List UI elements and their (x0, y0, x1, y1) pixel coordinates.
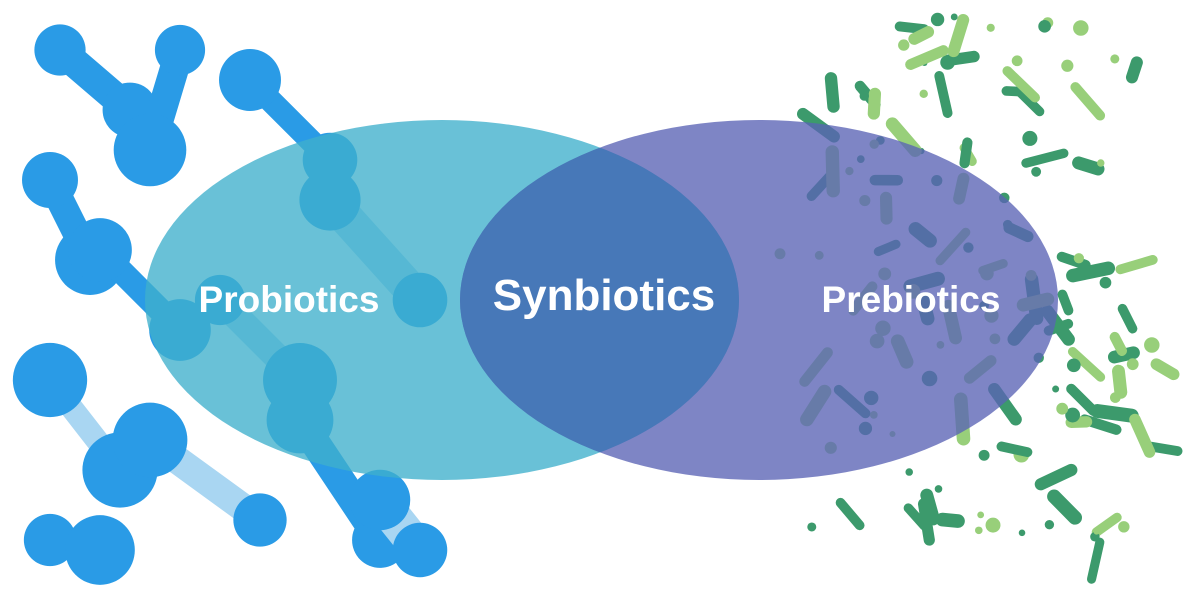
bacteria-rod (1091, 512, 1122, 537)
bacteria-dot (898, 39, 910, 51)
blob-shape (12, 342, 88, 418)
bacteria-dot (1061, 59, 1074, 72)
bacteria-dot (1144, 337, 1160, 353)
bacteria-rod (1146, 441, 1183, 456)
bacteria-dot (859, 91, 869, 101)
bacteria-rod (1067, 346, 1106, 382)
bacteria-rod (1056, 251, 1091, 270)
synbiotics-label: Synbiotics (492, 271, 716, 320)
bacteria-rod (1066, 261, 1116, 283)
bacteria-dot (986, 23, 995, 32)
bacteria-dot (1118, 521, 1130, 533)
bacteria-dot (1018, 529, 1026, 537)
blob-shape (65, 515, 135, 585)
bacteria-rod (1115, 254, 1158, 275)
bacteria-dot (1011, 55, 1023, 67)
bacteria-dot (1110, 54, 1120, 64)
bacteria-rod (1090, 404, 1139, 423)
blob-shape (34, 24, 86, 76)
bacteria-rod (1002, 66, 1040, 103)
synbiotics-overlap (460, 120, 739, 480)
bacteria-rod (1070, 82, 1106, 121)
bacteria-rod (1047, 489, 1083, 525)
blob-shape (392, 522, 448, 578)
blob-shape (233, 493, 287, 547)
bacteria-dot (1031, 166, 1042, 177)
blob-shape (112, 402, 188, 478)
bacteria-dot (978, 449, 990, 461)
bacteria-rod (835, 497, 865, 531)
bacteria-rod (920, 488, 940, 526)
bacteria-rod (1072, 156, 1105, 176)
bacteria-dot (950, 13, 958, 21)
bacteria-rod (959, 137, 973, 169)
probiotics-label: Probiotics (198, 279, 380, 320)
bacteria-rod (1021, 148, 1069, 168)
bacteria-rod (1112, 364, 1128, 399)
blob-shape (23, 513, 77, 567)
bacteria-dot (1044, 520, 1055, 530)
bacteria-rod (908, 26, 935, 45)
bacteria-rod (1066, 383, 1099, 416)
bacteria-rod (824, 72, 840, 113)
bacteria-dot (1099, 276, 1112, 289)
bacteria-dot (930, 12, 945, 27)
bacteria-rod (1086, 537, 1105, 584)
bacteria-dot (1066, 358, 1081, 373)
bacteria-dot (1060, 472, 1067, 479)
bacteria-rod (1150, 358, 1180, 381)
bacteria-dot (1052, 385, 1060, 393)
bacteria-dot (1065, 407, 1081, 423)
bacteria-rod (1129, 413, 1156, 458)
blob-shape (113, 113, 187, 187)
bacteria-rod (905, 45, 949, 70)
bacteria-rod (934, 71, 953, 118)
bacteria-dot (1056, 402, 1069, 415)
bacteria-rod (1109, 331, 1127, 356)
bacteria-dot (1073, 253, 1084, 264)
bacteria-dot (1093, 528, 1100, 535)
bacteria-rod (1057, 289, 1074, 316)
bacteria-dot (919, 89, 928, 99)
bacteria-rod (996, 441, 1033, 458)
blob-shape (22, 152, 78, 208)
bacteria-dot (1097, 159, 1105, 167)
bacteria-dot (1022, 130, 1038, 146)
bacteria-dot (1073, 20, 1089, 36)
blob-shape (349, 469, 411, 531)
bacteria-dot (934, 485, 943, 493)
bacteria-dot (1126, 358, 1139, 371)
bacteria-rod (1125, 56, 1143, 84)
blob-shape (154, 24, 206, 76)
bacteria-rod (1015, 87, 1045, 117)
bacteria-dot (1038, 19, 1051, 33)
blob-shape (68, 218, 132, 282)
bacteria-rod (935, 512, 965, 528)
bacteria-dot (807, 522, 817, 532)
blob-shape (219, 49, 281, 111)
bacteria-rod (1117, 303, 1138, 334)
bacteria-dot (985, 517, 1001, 533)
bacteria-dot (975, 526, 983, 535)
bacteria-dot (977, 511, 985, 519)
bacteria-rod (867, 87, 882, 120)
bacteria-rod (943, 50, 980, 66)
bacteria-dot (905, 468, 913, 476)
bacteria-rod (894, 21, 930, 35)
bacteria-rod (1034, 463, 1078, 491)
prebiotics-label: Prebiotics (821, 279, 1001, 320)
bacteria-rod (947, 13, 970, 58)
